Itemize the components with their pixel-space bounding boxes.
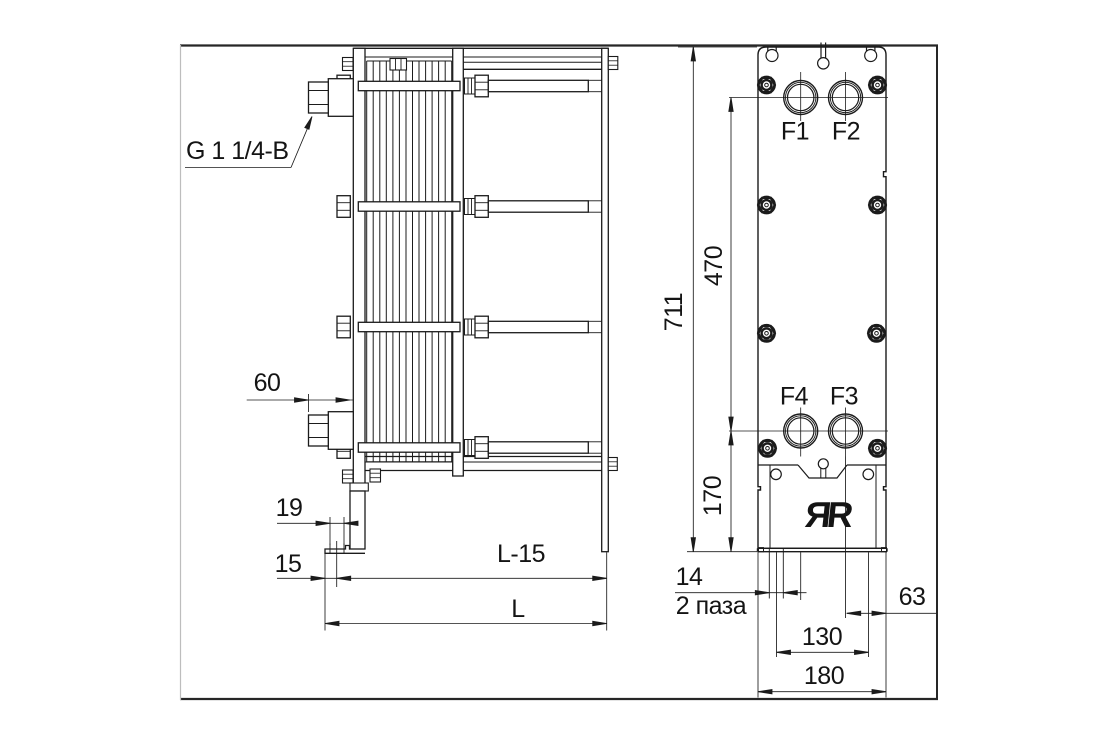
tie-rod-1 (336, 74, 603, 98)
pack-hanger-bolt (389, 57, 408, 71)
front-view-dimensions: 711 470 170 F1 F2 F4 F3 14 2 паза 63 130… (660, 46, 937, 698)
support-column (601, 47, 609, 553)
dim-length-minus-15: L-15 (497, 540, 545, 568)
bolt-r2-left (756, 195, 777, 215)
dim-slot-width: 14 (676, 563, 703, 591)
clamp-bolt-bottom-left (341, 469, 354, 484)
dim-overall-height: 711 (660, 293, 688, 331)
column-bolt-bottom (607, 456, 618, 472)
foot-bracket (324, 482, 369, 554)
dim-port-to-edge: 63 (899, 583, 926, 611)
dim-slot-spacing: 130 (802, 623, 842, 651)
dim-port-to-base: 170 (699, 476, 727, 516)
sheet-border (179, 44, 938, 701)
anchor-slot-lines (768, 548, 784, 599)
port-stub-bottom (307, 411, 354, 450)
carrying-bar (353, 47, 609, 70)
label-port-f3: F3 (830, 383, 858, 411)
lifting-hole (816, 42, 830, 70)
plate-pack (366, 60, 453, 463)
bolt-r3-right (866, 323, 887, 344)
front-view: ЯR (729, 42, 888, 599)
brand-logo-text: ЯR (803, 494, 855, 535)
bolt-r4-left (757, 438, 778, 459)
dim-port-span: 470 (700, 246, 728, 286)
bolt-r1-left (756, 75, 777, 95)
brand-logo: ЯR (803, 494, 855, 535)
port-centerlines (729, 72, 888, 457)
bolt-r2-right (867, 195, 888, 215)
label-port-f2: F2 (832, 118, 860, 146)
bolt-r1-right (867, 75, 888, 95)
dim-port-depth: 60 (254, 369, 281, 397)
tie-rod-2 (336, 195, 603, 218)
clamp-bolt-top (341, 56, 354, 72)
slot-count-note: 2 паза (676, 592, 747, 620)
column-bolt-top (607, 55, 619, 71)
port-stub-top (307, 78, 354, 117)
frame-plate (352, 47, 366, 491)
dim-overall-width: 180 (804, 662, 844, 690)
thread-callout (185, 116, 313, 168)
bolt-r3-left (756, 323, 777, 344)
clamp-bolt-bottom-mid (369, 468, 382, 483)
side-view-dimensions: G 1 1/4-B 60 19 15 L-15 L (185, 116, 608, 631)
hanging-slot-left (765, 46, 779, 63)
base-plate (756, 547, 888, 553)
side-view (307, 47, 619, 554)
gusset-panel (758, 458, 886, 549)
label-port-f1: F1 (781, 118, 809, 146)
bolt-r4-right (867, 438, 888, 459)
label-port-f4: F4 (780, 383, 809, 411)
dim-edge-to-slot: 15 (275, 550, 302, 578)
thread-label: G 1 1/4-B (186, 137, 289, 165)
dim-length: L (511, 595, 525, 623)
dim-foot-slot-length: 19 (276, 494, 303, 522)
hanging-slot-right (864, 46, 878, 63)
tie-rod-3 (336, 315, 603, 339)
pressure-plate (452, 47, 464, 477)
tie-rod-4 (336, 436, 603, 459)
